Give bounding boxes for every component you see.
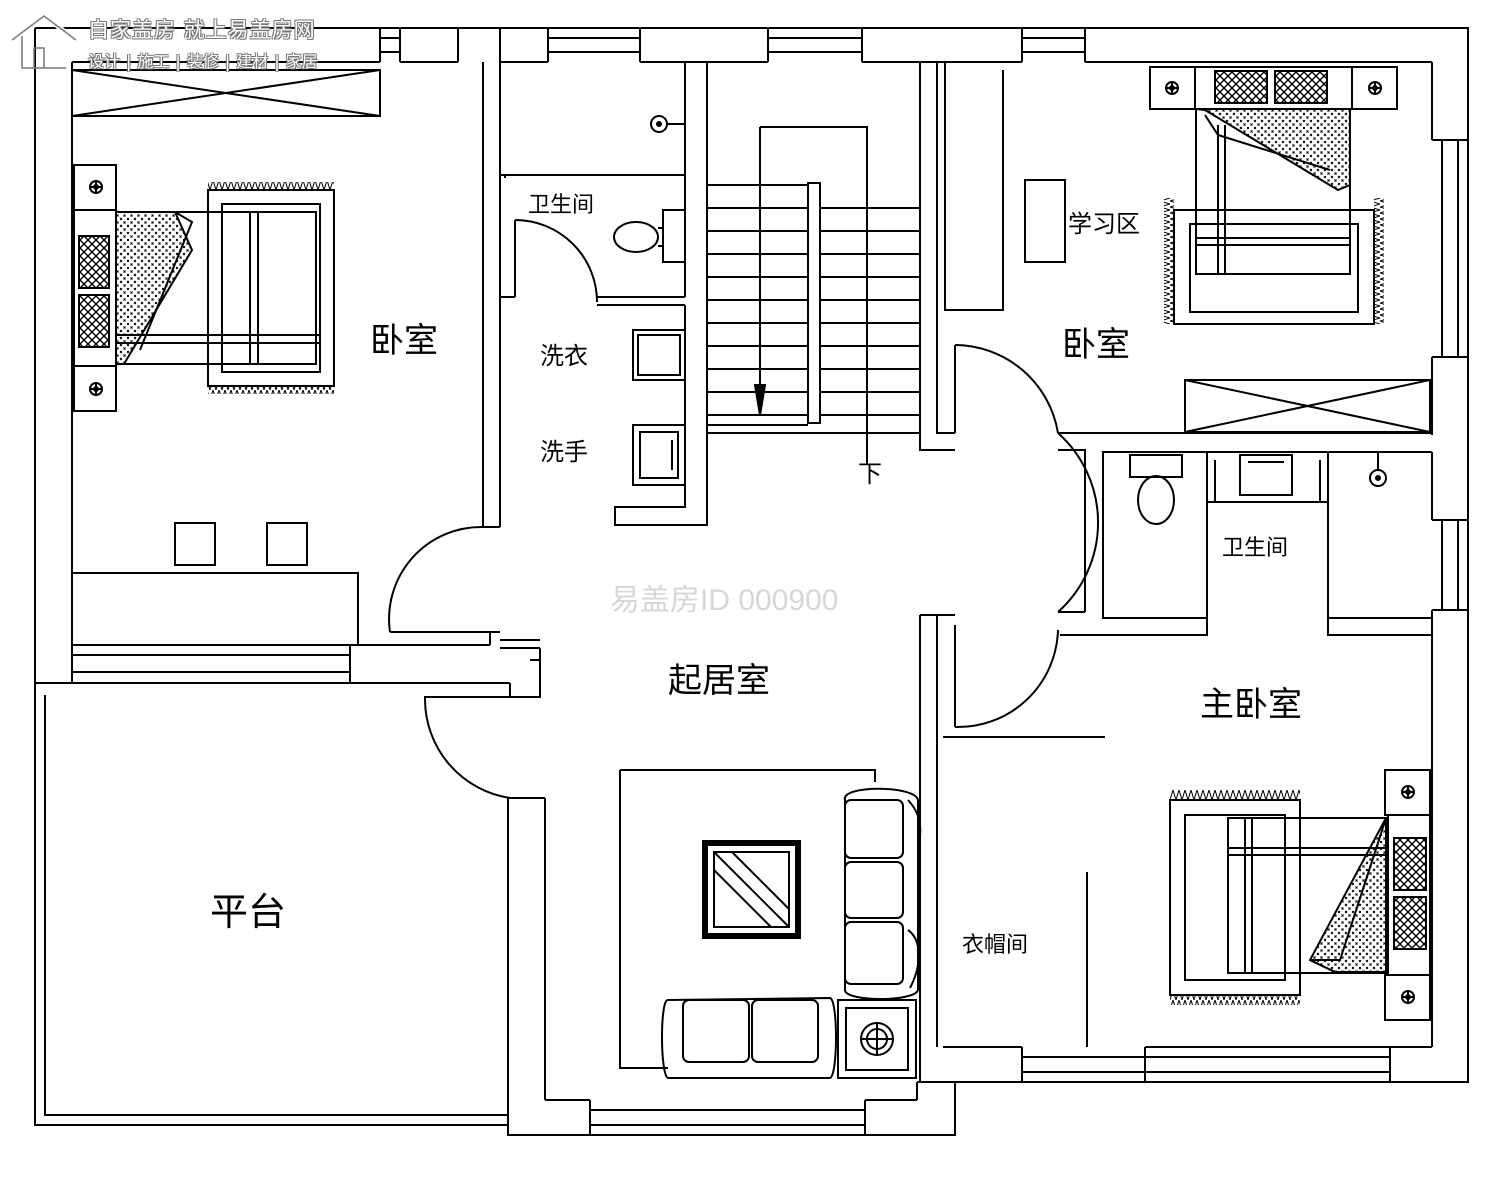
house-outline-icon xyxy=(10,12,78,69)
label-bathroom-master: 卫生间 xyxy=(1222,536,1288,561)
logo-tag: 建材 xyxy=(236,52,269,71)
logo-tag: 施工 xyxy=(137,52,170,71)
outer-walls xyxy=(34,27,1469,1136)
laundry xyxy=(597,304,708,526)
logo-tag: 设计 xyxy=(88,52,121,71)
bathroom-master xyxy=(1060,451,1432,636)
bathroom-top xyxy=(500,62,686,303)
stairs xyxy=(706,62,921,465)
label-washbasin: 洗手 xyxy=(540,438,588,466)
living-room xyxy=(388,432,1099,1079)
label-terrace: 平台 xyxy=(210,890,286,934)
label-bathroom-top: 卫生间 xyxy=(528,193,594,218)
logo-tag: 装修 xyxy=(186,52,219,71)
bedroom-left-walls xyxy=(35,62,541,698)
label-bedroom-left: 卧室 xyxy=(370,321,438,361)
bed-left xyxy=(73,164,335,412)
label-living-room: 起居室 xyxy=(668,661,770,701)
terrace xyxy=(34,683,508,1126)
label-bedroom-right: 卧室 xyxy=(1062,325,1130,365)
bedroom-right xyxy=(919,62,1432,613)
label-cloakroom: 衣帽间 xyxy=(962,933,1028,958)
label-study-area: 学习区 xyxy=(1068,210,1140,238)
watermark-text: 易盖房ID 000900 xyxy=(610,584,839,617)
label-master-bedroom: 主卧室 xyxy=(1200,685,1302,725)
label-laundry: 洗衣 xyxy=(540,342,588,370)
logo-tag: 家居 xyxy=(285,52,318,71)
logo-title: 自家盖房 就上易盖房网 xyxy=(88,18,316,42)
master-bedroom xyxy=(919,614,1431,1082)
label-stair-down: 下 xyxy=(858,460,882,488)
logo-tags: 设计|施工|装修|建材|家居 xyxy=(88,52,318,71)
